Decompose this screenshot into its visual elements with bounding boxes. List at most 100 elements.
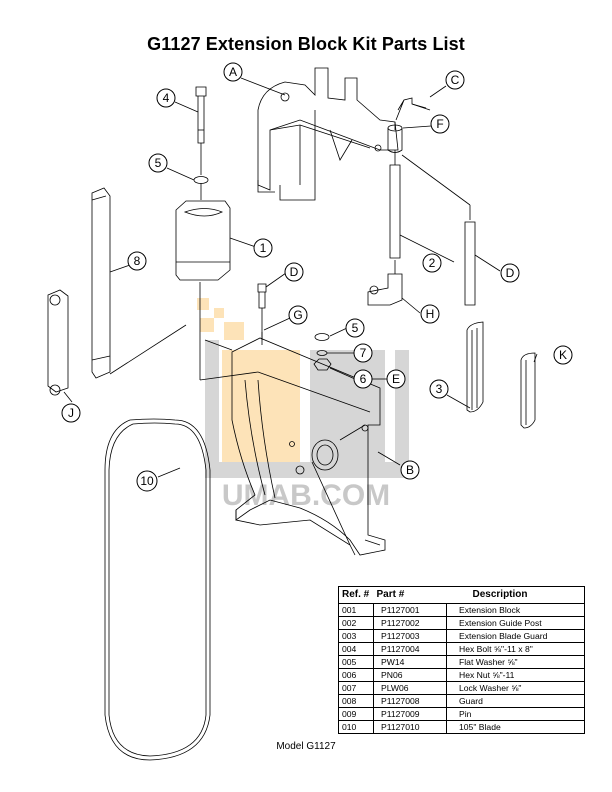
callout-d-post: D [500,263,520,283]
svg-text:5: 5 [352,321,359,335]
callout-1: 1 [253,238,273,258]
ref-cell: 003 [338,629,374,643]
desc-cell: Extension Block [446,603,585,617]
svg-text:10: 10 [140,474,154,488]
callout-2: 2 [422,253,442,273]
watermark: UMAB.COM [197,298,409,512]
hex-nut-part-6 [313,358,332,371]
svg-text:F: F [436,117,443,131]
desc-cell: Flat Washer ⅝" [446,655,585,669]
svg-text:5: 5 [155,156,162,170]
callout-5b: 5 [345,318,365,338]
svg-text:B: B [406,463,414,477]
part-cell: P1127008 [373,694,447,708]
line-art [47,67,538,761]
desc-cell: Guard [446,694,585,708]
header-ref: Ref. # [338,586,374,604]
ref-cell: 010 [338,720,374,734]
parts-table-header: Ref. # Part # Description [338,586,585,604]
part-cell: P1127002 [373,616,447,630]
flat-washer-part-5b [314,333,330,341]
blade-guard-part-k [520,352,536,429]
guide-post-part-2 [389,150,471,259]
desc-cell: Pin [446,707,585,721]
svg-text:3: 3 [436,382,443,396]
svg-text:H: H [426,307,435,321]
model-footer: Model G1127 [276,741,336,752]
post-part-d [464,221,476,306]
part-cell: PN06 [373,668,447,682]
svg-text:C: C [451,73,460,87]
hex-bolt-part-4 [195,86,207,175]
svg-text:7: 7 [360,346,367,360]
guard-part-8 [91,187,187,379]
watermark-text: UMAB.COM [222,479,390,512]
svg-text:4: 4 [163,91,170,105]
part-cell: P1127009 [373,707,447,721]
desc-cell: Extension Blade Guard [446,629,585,643]
desc-cell: Hex Bolt ⅝"-11 x 8" [446,642,585,656]
svg-text:E: E [392,372,400,386]
callout-f: F [430,114,450,134]
screw-part-c [394,97,431,130]
callout-e: E [386,369,406,389]
svg-text:2: 2 [429,256,436,270]
svg-text:1: 1 [260,241,267,255]
ref-cell: 007 [338,681,374,695]
part-cell: P1127010 [373,720,447,734]
part-cell: P1127004 [373,642,447,656]
svg-text:G: G [293,308,302,322]
leader-lines [63,77,538,478]
part-cell: PLW06 [373,681,447,695]
part-cell: P1127003 [373,629,447,643]
page-title: G1127 Extension Block Kit Parts List [147,34,465,54]
ref-cell: 006 [338,668,374,682]
svg-text:D: D [506,266,515,280]
callouts: A C F 4 5 1 8 2 D D H G 5 7 6 E K 3 J B … [61,62,573,492]
blade-part-10 [104,418,211,761]
callout-6: 6 [353,369,373,389]
main-casting-part-b [204,337,386,556]
ref-cell: 009 [338,707,374,721]
callout-10: 10 [136,470,158,492]
header-description: Description [446,586,585,604]
callout-d-bolt: D [284,262,304,282]
callout-g: G [288,305,308,325]
extension-block-part-1 [175,200,259,381]
ref-cell: 005 [338,655,374,669]
callout-c: C [445,70,465,90]
svg-text:6: 6 [360,372,367,386]
callout-a: A [223,62,243,82]
ref-cell: 008 [338,694,374,708]
ref-cell: 004 [338,642,374,656]
ref-cell: 002 [338,616,374,630]
svg-text:J: J [68,406,74,420]
flat-washer-part-5 [193,176,209,184]
svg-text:D: D [290,265,299,279]
callout-8: 8 [127,251,147,271]
bracket-part-h [367,260,403,306]
desc-cell: Extension Guide Post [446,616,585,630]
ref-cell: 001 [338,603,374,617]
callout-5: 5 [148,153,168,173]
blade-guard-part-3 [466,321,484,413]
part-cell: PW14 [373,655,447,669]
callout-b: B [400,460,420,480]
desc-cell: Lock Washer ⅝" [446,681,585,695]
callout-3: 3 [429,379,449,399]
part-cell: P1127001 [373,603,447,617]
svg-text:A: A [229,65,237,79]
desc-cell: Hex Nut ⅝"-11 [446,668,585,682]
callout-k: K [553,345,573,365]
callout-7: 7 [353,343,373,363]
svg-text:K: K [559,348,567,362]
